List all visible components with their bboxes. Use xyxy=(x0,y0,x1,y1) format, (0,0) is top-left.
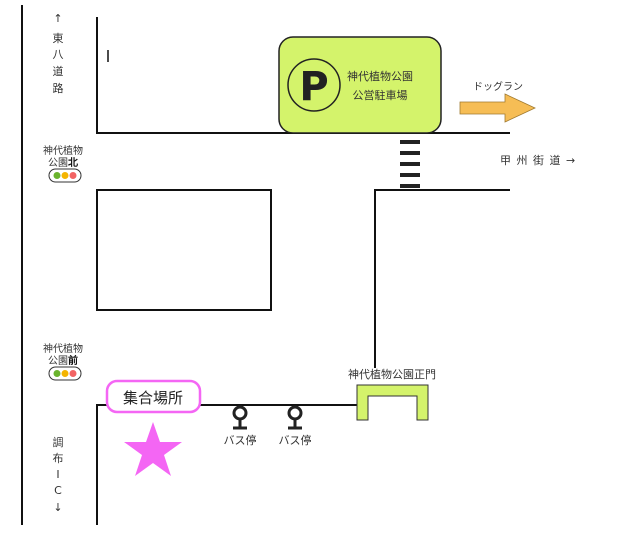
label-char: ↑ xyxy=(53,12,62,25)
bus-stop: バス停 xyxy=(224,405,257,447)
road-koshu-south xyxy=(374,189,510,368)
bus-stop-label: バス停 xyxy=(279,433,312,447)
label-char: C xyxy=(54,484,62,497)
dog-run-label: ドッグラン xyxy=(473,80,523,93)
main-gate-label: 神代植物公園正門 xyxy=(348,367,436,381)
gate-icon xyxy=(356,384,429,421)
svg-text:公園北: 公園北 xyxy=(48,156,78,169)
crosswalk xyxy=(400,140,420,188)
label-char: 東 xyxy=(53,32,64,45)
star-icon xyxy=(124,422,182,476)
signal-front: 神代植物 公園前 xyxy=(43,342,83,381)
label-char: 調 xyxy=(53,435,64,449)
label-char: 路 xyxy=(53,82,64,95)
chofu-ic-label: 調 布 I C ↓ xyxy=(53,435,64,514)
bus-stop-label: バス停 xyxy=(224,433,257,447)
meeting-point-label: 集合場所 xyxy=(123,389,183,407)
signal-name-line1: 神代植物 xyxy=(43,144,83,157)
signal-name-line1: 神代植物 xyxy=(43,342,83,355)
label-char: 八 xyxy=(53,48,64,61)
label-char: I xyxy=(56,468,59,481)
bus-stop: バス停 xyxy=(279,405,312,447)
label-char: ↓ xyxy=(53,501,62,514)
block xyxy=(96,189,272,311)
meeting-point: 集合場所 xyxy=(105,379,202,476)
signal-direction: 北 xyxy=(68,156,78,169)
signal-north: 神代植物 公園北 xyxy=(43,144,83,183)
signal-direction: 前 xyxy=(68,354,78,367)
parking-symbol: P xyxy=(299,64,328,110)
svg-text:公園前: 公園前 xyxy=(48,354,78,367)
parking-name-line1: 神代植物公園 xyxy=(347,69,413,83)
signal-name-line2: 公園 xyxy=(48,355,68,367)
label-char: 布 xyxy=(53,452,64,465)
arrow-right-icon xyxy=(459,93,536,123)
signal-name-line2: 公園 xyxy=(48,157,68,169)
parking-name-line2: 公営駐車場 xyxy=(353,88,408,102)
parking-lot: P 神代植物公園 公営駐車場 xyxy=(278,36,442,134)
parking-icon xyxy=(287,58,341,112)
higashi-hachi-label: ↑ 東 八 道 路 xyxy=(53,12,64,95)
road-south xyxy=(96,404,357,525)
koshu-kaido-label: 甲 州 街 道 → xyxy=(500,153,576,167)
label-char: 道 xyxy=(53,64,64,78)
